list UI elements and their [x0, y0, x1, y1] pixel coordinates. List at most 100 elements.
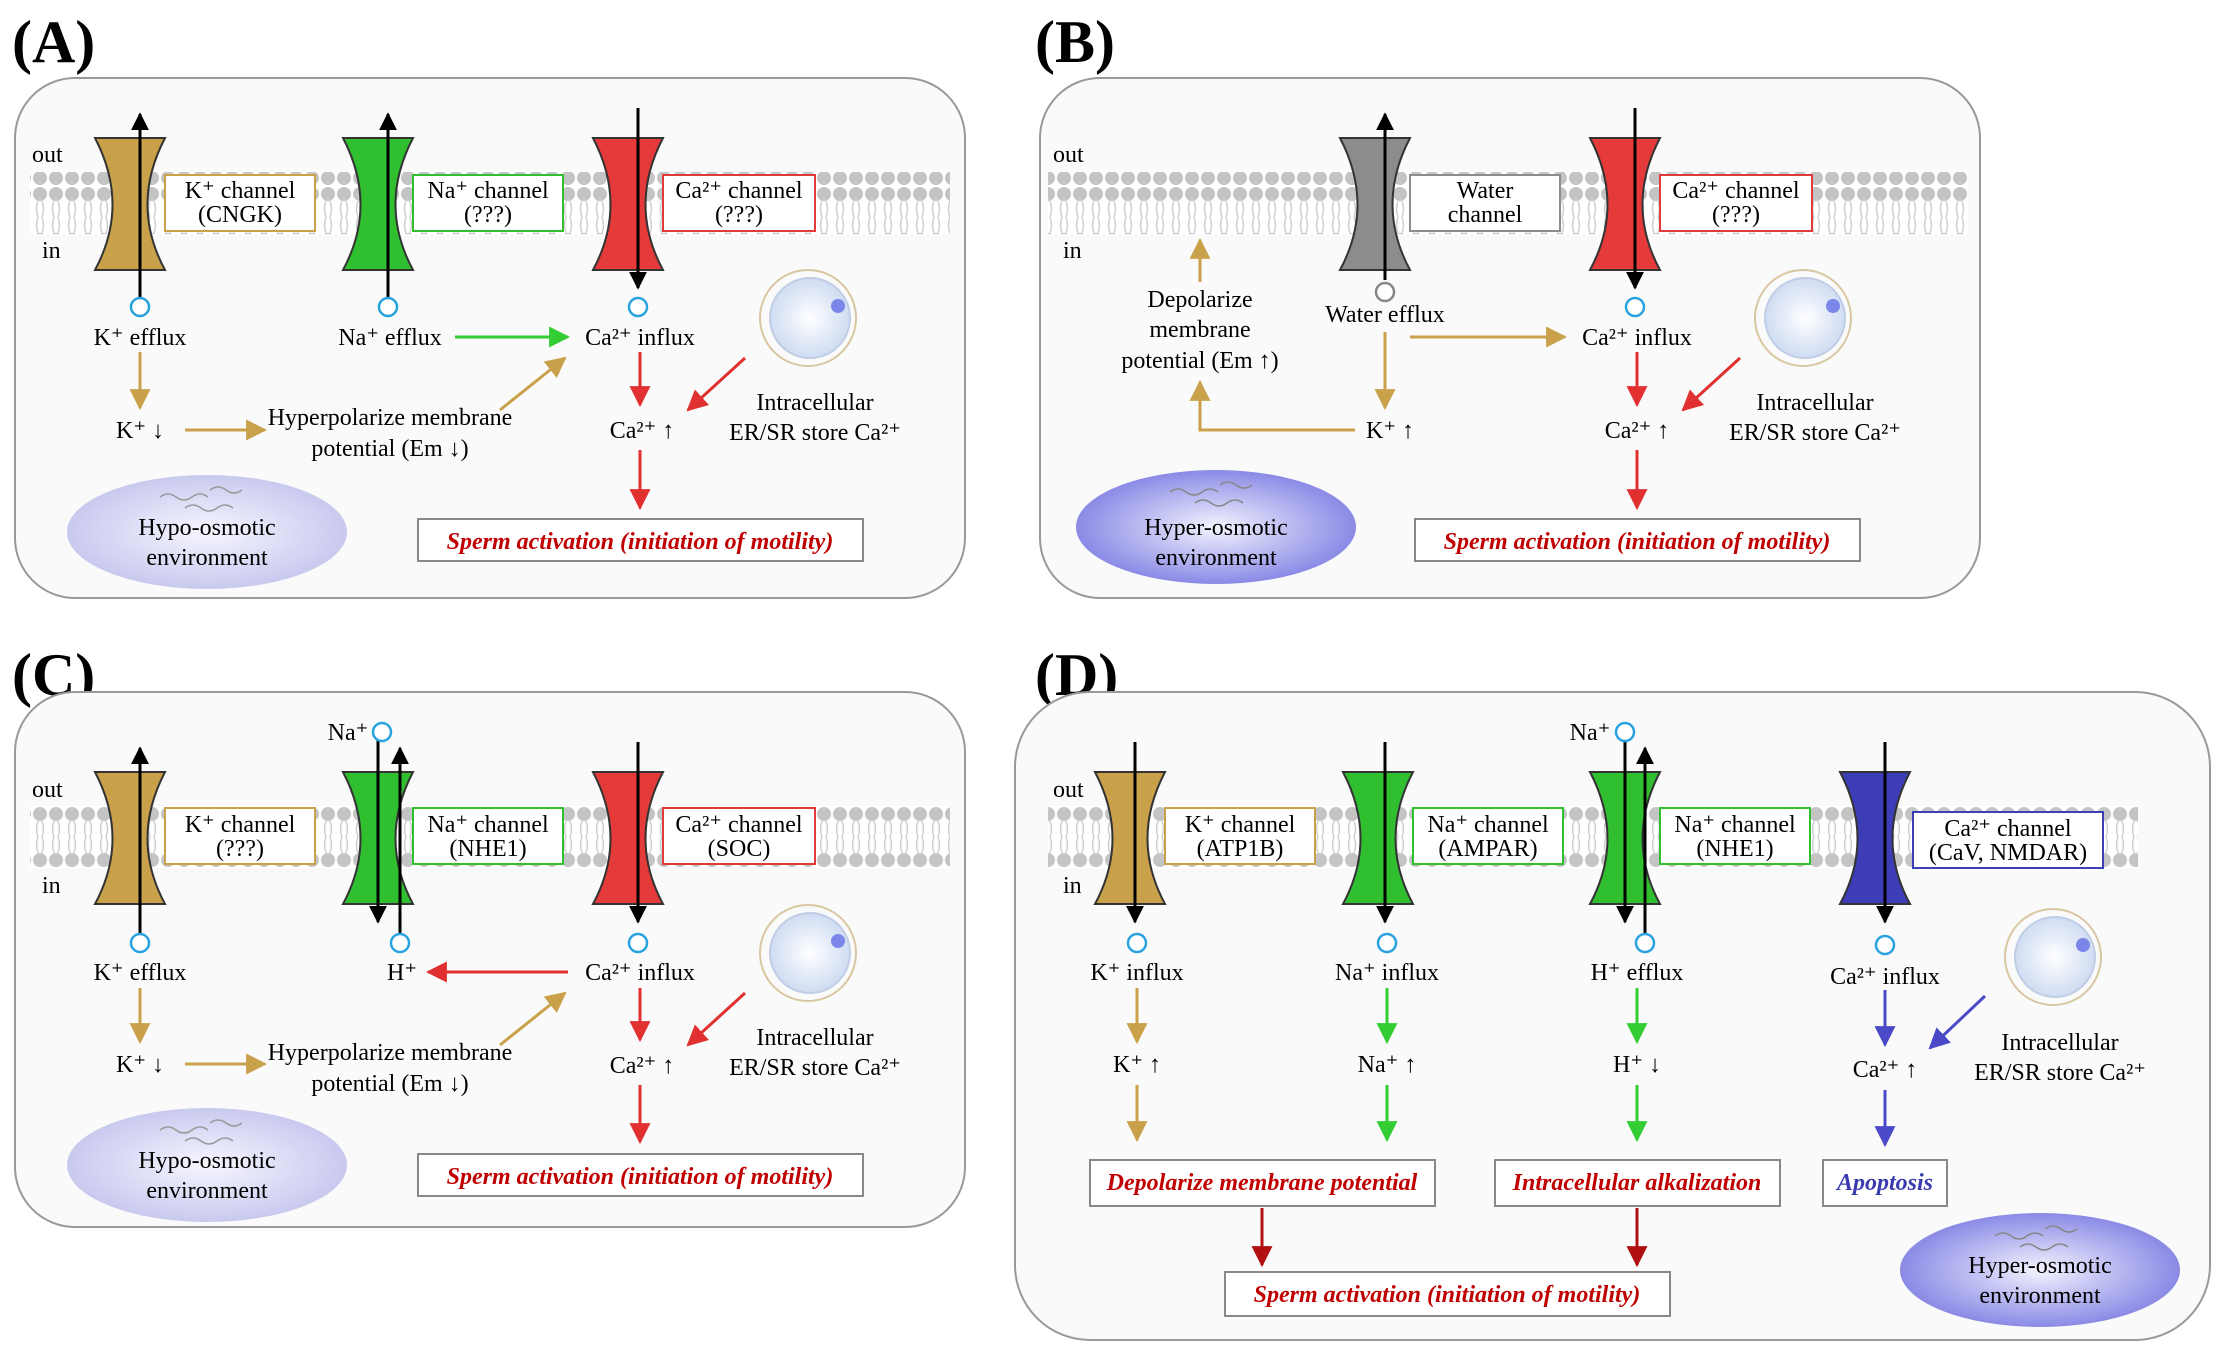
- environment-ellipse: [1900, 1213, 2180, 1327]
- water-efflux-label: Water efflux: [1325, 302, 1445, 328]
- ion-circle: [1126, 932, 1148, 954]
- h-efflux-label: H⁺ efflux: [1591, 960, 1684, 986]
- er-store-icon: [831, 934, 845, 948]
- er-label: ER/SR store Ca²⁺: [729, 1055, 901, 1081]
- k-efflux-label: K⁺ efflux: [94, 960, 187, 986]
- sperm-icon: [1169, 481, 1253, 507]
- ion-circle: [1624, 296, 1646, 318]
- er-label: Intracellular: [1756, 390, 1873, 416]
- na-influx-label: Na⁺ influx: [1335, 960, 1439, 986]
- ca-channel-shape: [1588, 137, 1662, 271]
- na-channel-name: Na⁺ channel: [427, 178, 549, 204]
- env-label: Hyper-osmotic: [1968, 1253, 2111, 1279]
- environment-ellipse: [67, 475, 347, 589]
- ion-circle: [1874, 934, 1896, 956]
- ca-channel-sub: (SOC): [708, 836, 771, 862]
- ion-circle: [371, 721, 393, 743]
- ion-circle: [1376, 932, 1398, 954]
- k-up-label: K⁺ ↑: [1366, 418, 1414, 444]
- k-influx-label: K⁺ influx: [1090, 960, 1183, 986]
- env-label: environment: [1979, 1283, 2101, 1309]
- activation-box: [1414, 518, 1861, 562]
- apoptosis-label: Apoptosis: [1835, 1170, 1933, 1196]
- hyperpolarize-label: Hyperpolarize membrane: [268, 405, 513, 431]
- ca-channel-box: [1912, 811, 2104, 869]
- water-circle: [1374, 281, 1396, 303]
- activation-box: [417, 1153, 864, 1197]
- na-channel-box: [1412, 807, 1564, 865]
- ion-circle: [389, 932, 411, 954]
- na-channel-shape: [341, 137, 415, 271]
- panel-c: (C) out in K⁺ channel (???) Na⁺ channel …: [12, 642, 966, 1228]
- in-label: in: [1063, 238, 1082, 264]
- k-channel-name: K⁺ channel: [1185, 812, 1296, 838]
- k-down-label: K⁺ ↓: [116, 418, 164, 444]
- na-top-label: Na⁺: [1570, 720, 1611, 746]
- er-store-icon: [1826, 299, 1840, 313]
- ca-channel-name: Ca²⁺ channel: [675, 178, 802, 204]
- na-channel-box: [412, 174, 564, 232]
- er-label: ER/SR store Ca²⁺: [1974, 1060, 2146, 1086]
- er-store-icon: [831, 299, 845, 313]
- panel-label-b: (B): [1035, 9, 1115, 75]
- na-channel-name: Na⁺ channel: [427, 812, 549, 838]
- ca-channel-shape: [1838, 771, 1912, 905]
- k-channel-box: [1164, 807, 1316, 865]
- na-up-label: Na⁺ ↑: [1358, 1052, 1417, 1078]
- ca-channel-box: [662, 807, 816, 865]
- in-label: in: [1063, 873, 1082, 899]
- k-up-label: K⁺ ↑: [1113, 1052, 1161, 1078]
- panel-label-a: (A): [12, 9, 95, 75]
- alkalization-box: [1494, 1159, 1781, 1207]
- k-efflux-label: K⁺ efflux: [94, 325, 187, 351]
- activation-label: Sperm activation (initiation of motility…: [447, 1164, 834, 1190]
- k-channel-shape: [93, 771, 167, 905]
- ion-circle: [1634, 932, 1656, 954]
- hyperpolarize-label: Hyperpolarize membrane: [268, 1040, 513, 1066]
- environment-ellipse: [67, 1108, 347, 1222]
- k-channel-name: K⁺ channel: [185, 178, 296, 204]
- k-channel-sub: (ATP1B): [1197, 836, 1284, 862]
- panel-a: (A) out in K⁺ channel (CNGK) Na⁺ channel…: [12, 9, 966, 599]
- er-store-icon: [769, 277, 851, 359]
- ca-influx-label: Ca²⁺ influx: [585, 325, 695, 351]
- na-efflux-label: Na⁺ efflux: [338, 325, 442, 351]
- ca-channel-box: [662, 174, 816, 232]
- k-channel-name: K⁺ channel: [185, 812, 296, 838]
- er-store-icon: [2004, 908, 2102, 1006]
- k-channel-shape: [1093, 771, 1167, 905]
- ca-influx-label: Ca²⁺ influx: [1830, 964, 1940, 990]
- ca-channel-box: [1659, 174, 1813, 232]
- depolarize-box: [1089, 1159, 1436, 1207]
- er-store-icon: [1764, 277, 1846, 359]
- depolarize-label: Depolarize membrane potential: [1106, 1170, 1418, 1196]
- ca-channel-sub: (CaV, NMDAR): [1929, 840, 2087, 866]
- out-label: out: [32, 142, 63, 168]
- out-label: out: [32, 777, 63, 803]
- out-label: out: [1053, 142, 1084, 168]
- er-label: Intracellular: [756, 390, 873, 416]
- na-top-label: Na⁺: [328, 720, 369, 746]
- panel-b: (B) out in Water channel Ca²⁺ channel (?…: [1035, 9, 1981, 599]
- activation-label: Sperm activation (initiation of motility…: [1254, 1282, 1641, 1308]
- ca-channel-shape: [591, 137, 665, 271]
- env-label: environment: [146, 1178, 268, 1204]
- env-label: Hyper-osmotic: [1144, 515, 1287, 541]
- env-label: environment: [1155, 545, 1277, 571]
- arrow: [499, 991, 567, 1047]
- ca-up-label: Ca²⁺ ↑: [1853, 1057, 1918, 1083]
- na-channel-box: [412, 807, 564, 865]
- k-down-label: K⁺ ↓: [116, 1052, 164, 1078]
- k-channel-sub: (???): [216, 836, 264, 862]
- k-channel-box: [164, 807, 316, 865]
- depolarize-label: potential (Em ↑): [1121, 348, 1278, 374]
- k-channel-shape: [93, 137, 167, 271]
- in-label: in: [42, 238, 61, 264]
- arrow: [499, 356, 567, 412]
- environment-ellipse: [1076, 470, 1356, 584]
- arrow: [1928, 994, 1987, 1050]
- ca-influx-label: Ca²⁺ influx: [1582, 325, 1692, 351]
- na-channel-shape: [1341, 771, 1415, 905]
- er-label: Intracellular: [756, 1025, 873, 1051]
